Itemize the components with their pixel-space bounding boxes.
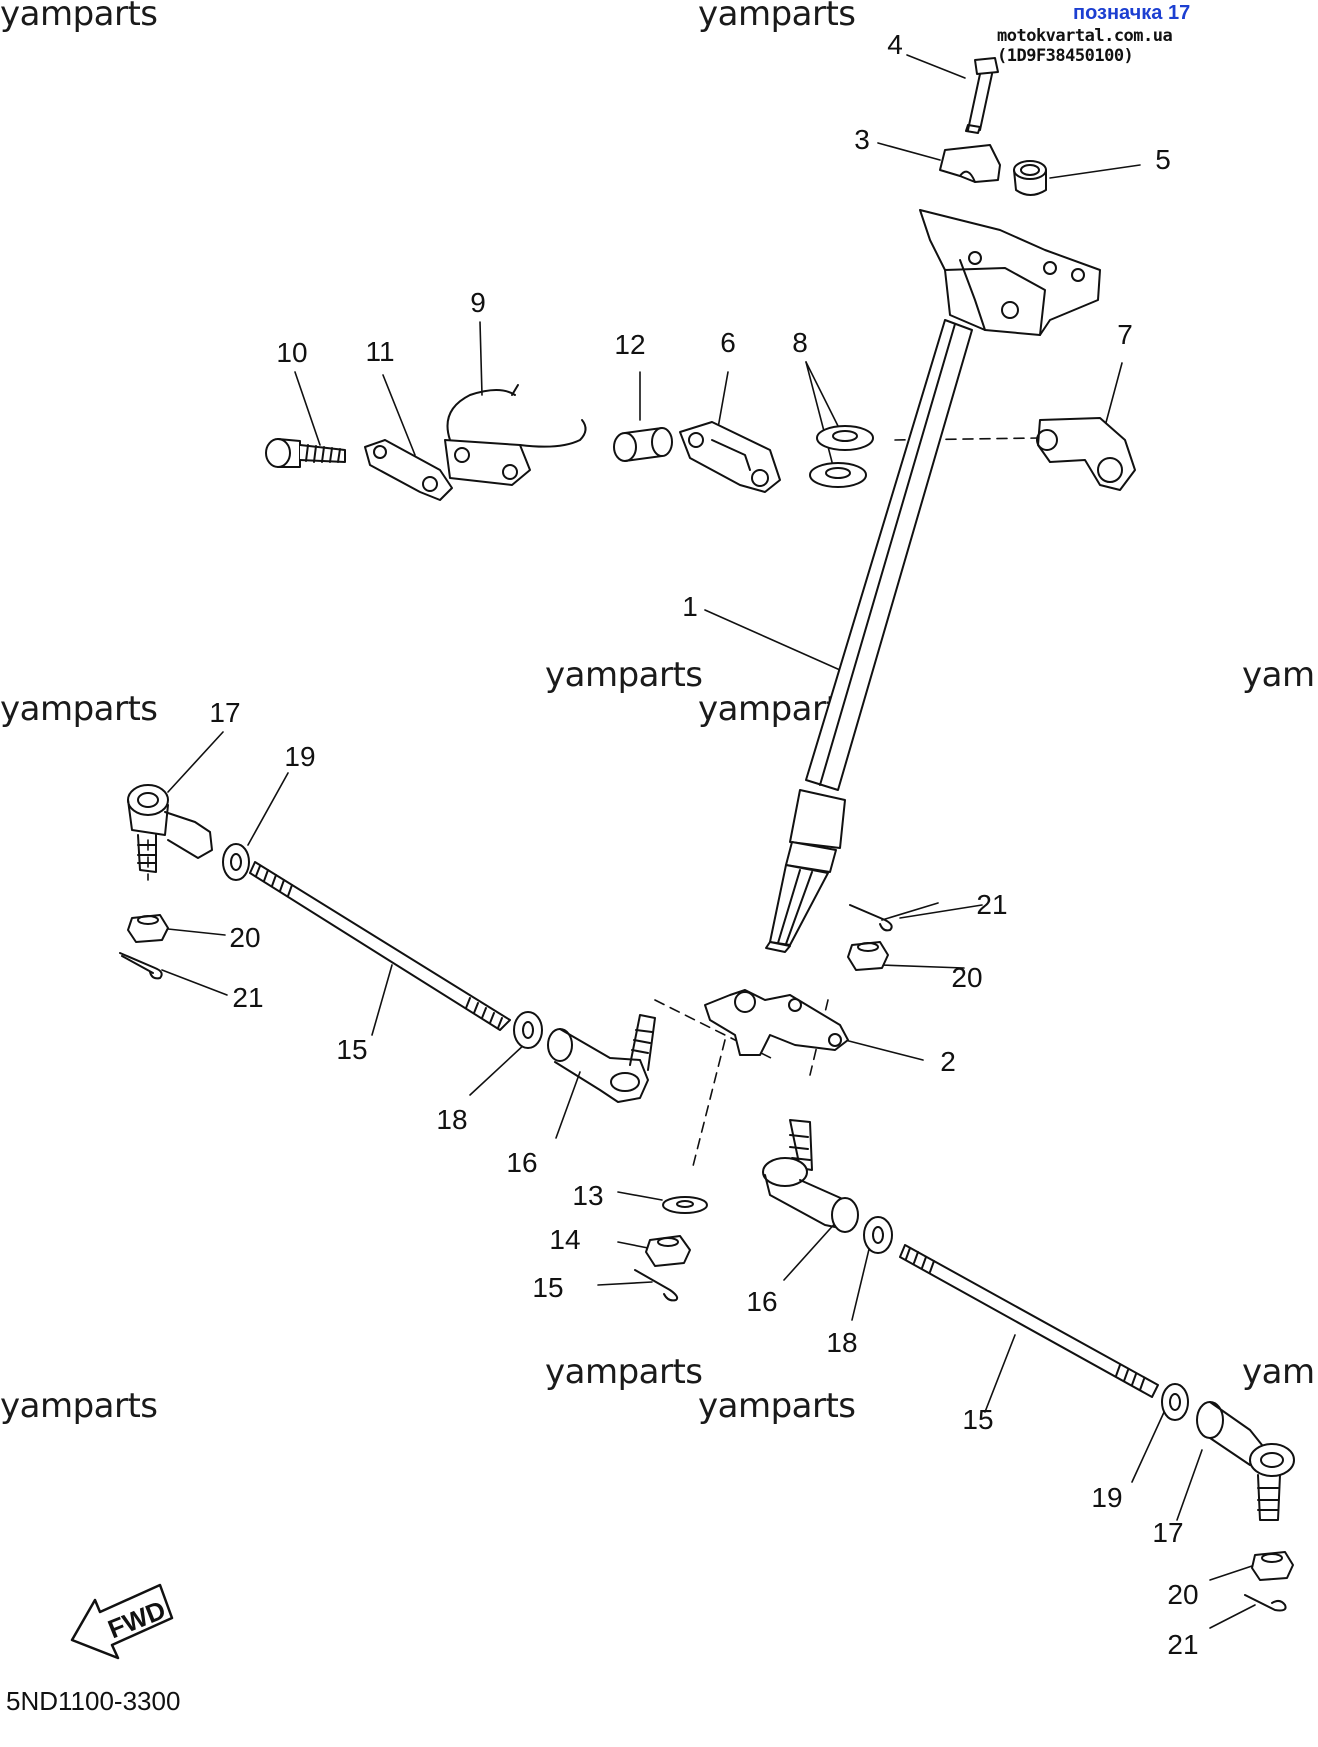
callout-label: 15 xyxy=(532,1272,564,1303)
callout-label: 2 xyxy=(940,1046,956,1077)
tie-rod-end-17-right xyxy=(1196,1401,1295,1521)
tie-rod-end-16-right xyxy=(762,1119,859,1233)
nut-20-right-bottom xyxy=(1251,1551,1294,1581)
callout-label: 8 xyxy=(792,327,808,358)
locknut-18-left xyxy=(513,1011,543,1049)
callout-label: 19 xyxy=(1091,1482,1123,1513)
callout-label: 21 xyxy=(232,982,264,1013)
locknut-19-right xyxy=(1161,1383,1189,1421)
pitman-arm-2 xyxy=(704,989,849,1056)
lock-plate-10 xyxy=(364,439,453,501)
bolt-9 xyxy=(265,438,346,468)
tie-rod-end-16-left xyxy=(547,1014,656,1103)
callout-label: 5 xyxy=(1155,144,1171,175)
callout-label: 20 xyxy=(951,962,983,993)
callout-label: 19 xyxy=(284,741,316,772)
callout-label: 17 xyxy=(1152,1517,1184,1548)
watermark: yamparts xyxy=(0,1386,158,1426)
locknut-19-left xyxy=(222,843,250,881)
washer-12 xyxy=(662,1196,708,1214)
nut-20-left xyxy=(127,914,169,943)
callout-label: 20 xyxy=(1167,1579,1199,1610)
watermark: yamparts xyxy=(0,0,158,34)
tie-rod-15-right xyxy=(899,1244,1159,1398)
callout-label: 10 xyxy=(276,337,308,368)
callout-label: 17 xyxy=(209,697,241,728)
callout-label: 20 xyxy=(229,922,261,953)
bolt-4 xyxy=(965,57,999,134)
cotter-pin-21-right-bottom xyxy=(1244,1594,1287,1612)
nut-13 xyxy=(645,1235,691,1267)
cotter-pin-21-upper xyxy=(849,904,893,932)
clamp-cap-3 xyxy=(939,144,1001,183)
callout-label: 14 xyxy=(549,1224,581,1255)
bushing-5 xyxy=(1013,160,1047,196)
tie-rod-15-left xyxy=(249,861,511,1031)
callout-label: 18 xyxy=(826,1327,858,1358)
holder-6-left xyxy=(679,421,781,493)
tie-rod-end-17-left xyxy=(127,784,213,873)
watermark: yamparts xyxy=(698,1386,856,1426)
callout-label: 6 xyxy=(720,327,736,358)
callout-label: 7 xyxy=(1117,319,1133,350)
callout-label: 18 xyxy=(436,1104,468,1135)
bracket-8 xyxy=(444,384,587,486)
diagram-code: 5ND1100-3300 xyxy=(6,1686,181,1716)
callout-label: 15 xyxy=(962,1404,994,1435)
collar-11 xyxy=(613,427,673,462)
washers-7 xyxy=(809,425,874,488)
column-upper-bracket xyxy=(919,209,1101,336)
callout-label: 21 xyxy=(1167,1629,1199,1660)
callout-label: 4 xyxy=(887,29,903,60)
callout-label: 15 xyxy=(336,1034,368,1065)
callout-label: 11 xyxy=(365,336,395,367)
callout-label: 21 xyxy=(976,889,1008,920)
clamp-holder-6-right xyxy=(1036,417,1136,491)
locknut-18-right xyxy=(863,1216,893,1254)
callout-label: 13 xyxy=(572,1180,604,1211)
header-source: motokvartal.com.ua (1D9F38450100) xyxy=(997,26,1173,66)
callout-label: 16 xyxy=(506,1147,538,1178)
callout-label: 12 xyxy=(614,329,646,360)
watermark: yamparts xyxy=(545,1352,703,1392)
watermark: yamparts xyxy=(0,689,158,729)
fwd-arrow-icon: FWD xyxy=(70,1583,174,1660)
watermark-partial: yam xyxy=(1242,1352,1315,1392)
cotter-pin-14 xyxy=(634,1269,679,1302)
callout-label: 1 xyxy=(682,591,698,622)
header-title: позначка 17 xyxy=(1073,2,1191,24)
callout-label: 3 xyxy=(854,124,870,155)
nut-20-upper xyxy=(847,941,889,971)
cotter-pin-21-left xyxy=(119,952,163,980)
watermark: yamparts xyxy=(545,655,703,695)
callout-label: 9 xyxy=(470,287,486,318)
watermark: yamparts xyxy=(698,0,856,34)
steering-column-shaft xyxy=(765,319,973,953)
watermark-partial: yam xyxy=(1242,655,1315,695)
callout-label: 16 xyxy=(746,1286,778,1317)
